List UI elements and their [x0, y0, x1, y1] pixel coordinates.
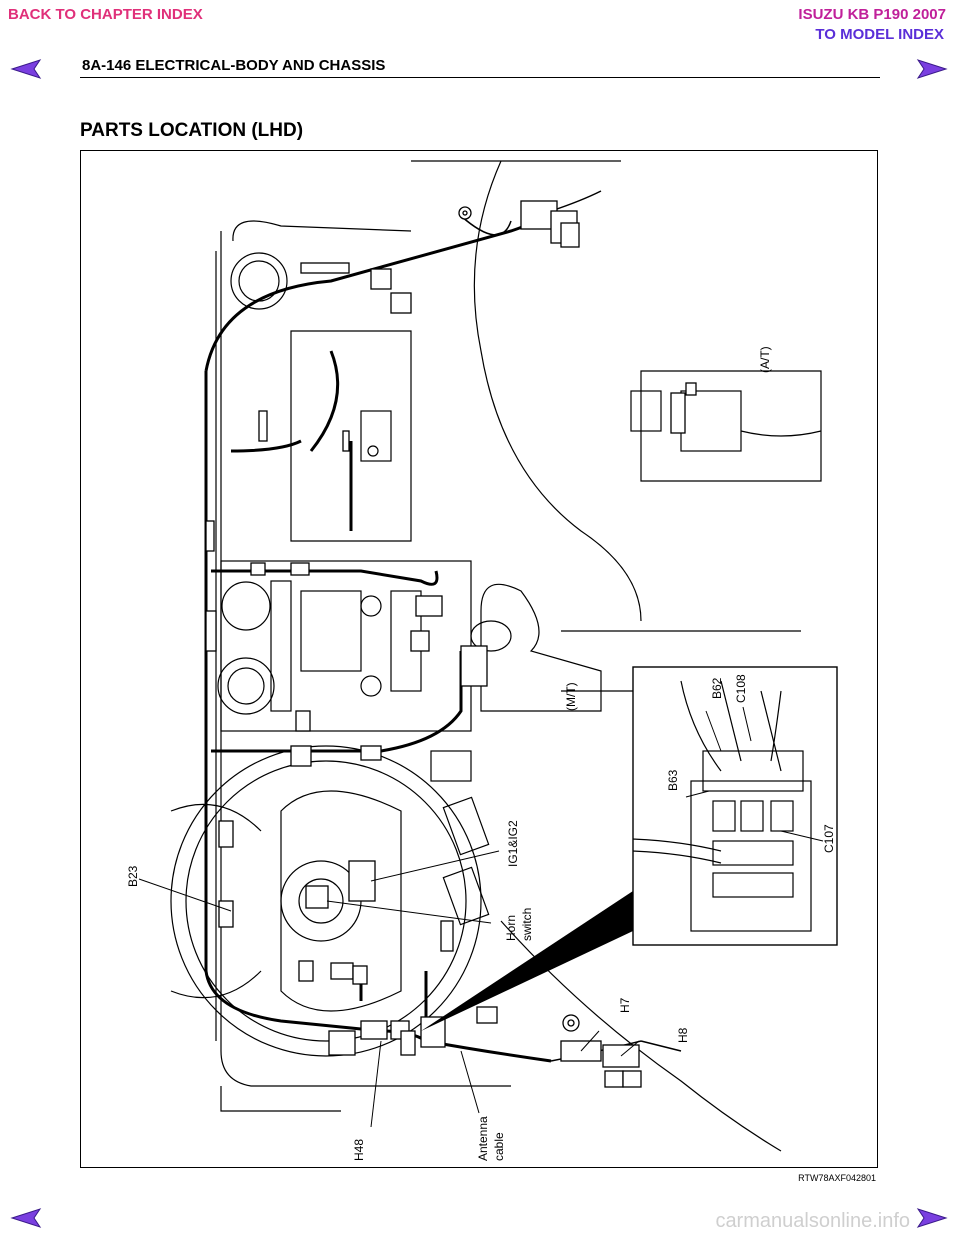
next-page-arrow-icon[interactable]: [912, 57, 948, 81]
to-model-index-link[interactable]: TO MODEL INDEX: [815, 26, 944, 43]
label-h48: H48: [352, 1139, 366, 1161]
prev-page-arrow-icon-bottom[interactable]: [10, 1206, 46, 1230]
connector-inset: [632, 666, 838, 946]
label-at: (A/T): [758, 346, 772, 373]
section-title: PARTS LOCATION (LHD): [80, 120, 304, 141]
back-to-chapter-index-link[interactable]: BACK TO CHAPTER INDEX: [8, 6, 203, 23]
label-c107: C107: [822, 824, 836, 853]
next-page-arrow-icon-bottom[interactable]: [912, 1206, 948, 1230]
prev-page-arrow-icon[interactable]: [10, 57, 46, 81]
label-b62: B62: [710, 677, 724, 699]
callout-wedge: [421, 891, 633, 1031]
wiring-illustration: (A/T) (M/T) B62 C108 B63 C107 B23 IG1&IG…: [126, 160, 838, 1161]
label-b63: B63: [666, 769, 680, 791]
watermark: carmanualsonline.info: [715, 1210, 910, 1232]
label-h7: H7: [618, 997, 632, 1013]
label-b23: B23: [126, 865, 140, 887]
figure-code: RTW78AXF042801: [798, 1173, 876, 1183]
header-divider: [80, 77, 880, 78]
parts-location-figure: (A/T) (M/T) B62 C108 B63 C107 B23 IG1&IG…: [80, 150, 878, 1168]
page-header-title: 8A-146 ELECTRICAL-BODY AND CHASSIS: [82, 57, 386, 74]
label-horn-switch-line2: switch: [520, 908, 534, 941]
label-mt: (M/T): [564, 682, 578, 711]
model-title: ISUZU KB P190 2007: [798, 6, 946, 23]
label-ig1-ig2: IG1&IG2: [506, 820, 520, 867]
label-h8: H8: [676, 1027, 690, 1043]
label-antenna-cable-line2: cable: [492, 1132, 506, 1161]
label-antenna-cable-line1: Antenna: [476, 1116, 490, 1161]
label-c108: C108: [734, 674, 748, 703]
label-horn-switch-line1: Horn: [504, 915, 518, 941]
